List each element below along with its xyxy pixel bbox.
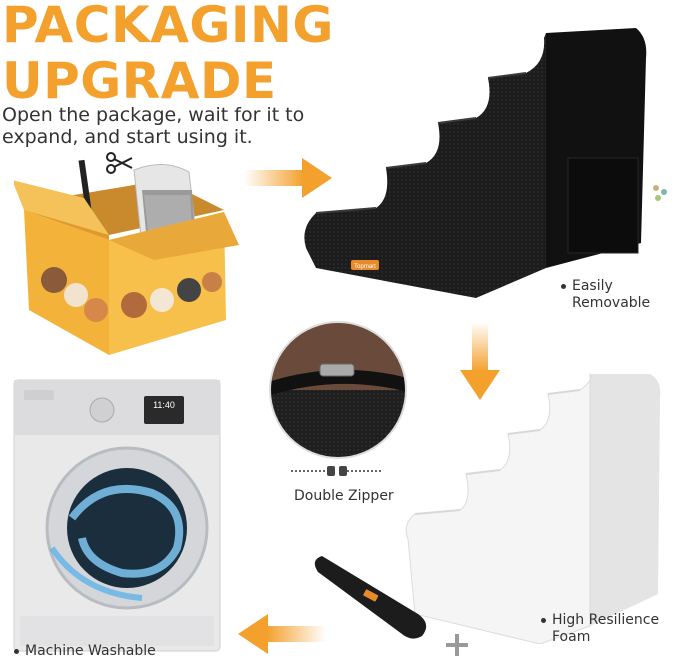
subtitle: Open the package, wait for it to expand,… <box>2 104 305 148</box>
arrow-right-icon <box>244 156 334 200</box>
label-double-zipper: Double Zipper <box>294 488 394 504</box>
label-foam-line2: Foam <box>552 629 591 645</box>
accessory-pouch-image <box>308 552 434 642</box>
label-foam-line1: High Resilience <box>552 612 660 628</box>
label-easily-removable-line2: Removable <box>572 295 651 311</box>
label-easily-removable-line1: Easily <box>572 278 613 294</box>
label-high-resilience-foam: High Resilience Foam <box>541 612 659 646</box>
bullet-icon <box>561 283 566 289</box>
washer-display: 11:40 <box>153 400 175 410</box>
black-pet-stairs-image: Topmart <box>296 18 656 308</box>
washing-machine-image: 11:40 <box>12 378 222 653</box>
cartoon-pets <box>41 267 222 322</box>
package-box-image <box>14 150 244 360</box>
brand-tag <box>351 260 379 270</box>
scissors-icon <box>106 152 134 174</box>
small-logo <box>650 182 674 204</box>
headline-line-2: UPGRADE <box>2 52 277 110</box>
white-foam-stairs-image <box>400 364 670 644</box>
brand-tag-label: Topmart <box>354 264 376 270</box>
plus-icon <box>444 632 470 658</box>
zipper-pulls-icon <box>291 462 383 480</box>
label-machine-washable-text: Machine Washable <box>25 643 156 659</box>
arrow-down-icon <box>458 322 502 402</box>
bullet-icon <box>541 617 546 623</box>
headline-line-1: PACKAGING <box>2 0 334 54</box>
label-easily-removable: Easily Removable <box>561 278 650 312</box>
bullet-icon <box>14 648 19 654</box>
zipper-closeup-image <box>268 320 408 460</box>
arrow-left-icon <box>236 612 326 656</box>
label-machine-washable: Machine Washable <box>14 643 156 660</box>
